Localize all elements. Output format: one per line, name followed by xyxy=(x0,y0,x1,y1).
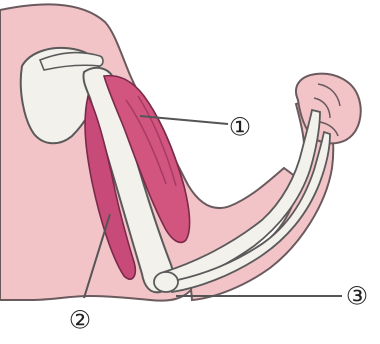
callout-label-1: ① xyxy=(229,113,251,142)
callout-label-3: ③ xyxy=(346,282,368,311)
elbow-joint xyxy=(154,272,178,292)
callout-label-2: ② xyxy=(69,306,91,335)
